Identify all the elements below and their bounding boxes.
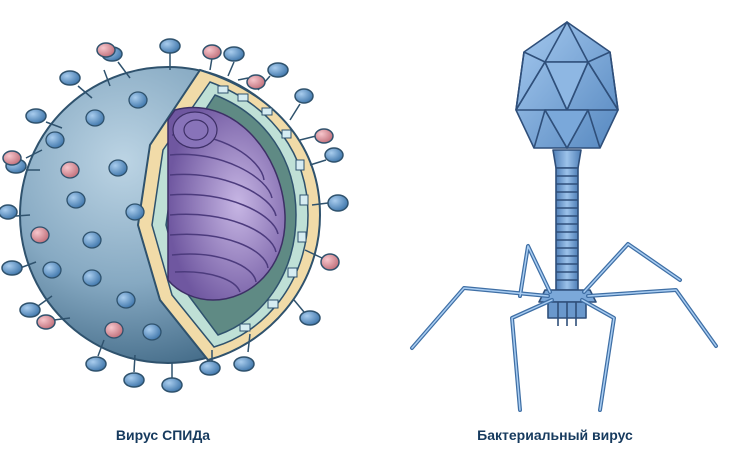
bacteriophage-illustration [410,21,718,412]
phage-tail-fibers-highlight [411,243,717,411]
hiv-membrane-proteins [217,85,309,332]
hiv-virus-caption: Вирус СПИДа [115,427,211,443]
hiv-capsid-core [167,106,286,301]
phage-head [515,21,619,149]
hiv-surface-spikes [0,38,349,393]
bacteriophage-caption: Бактериальный вирус [477,427,633,443]
hiv-surface-knobs [30,91,162,341]
phage-collar [552,149,582,169]
phage-tail-sheath [555,167,579,291]
hiv-virus-illustration [0,38,349,393]
spike-pink-group [2,42,340,330]
